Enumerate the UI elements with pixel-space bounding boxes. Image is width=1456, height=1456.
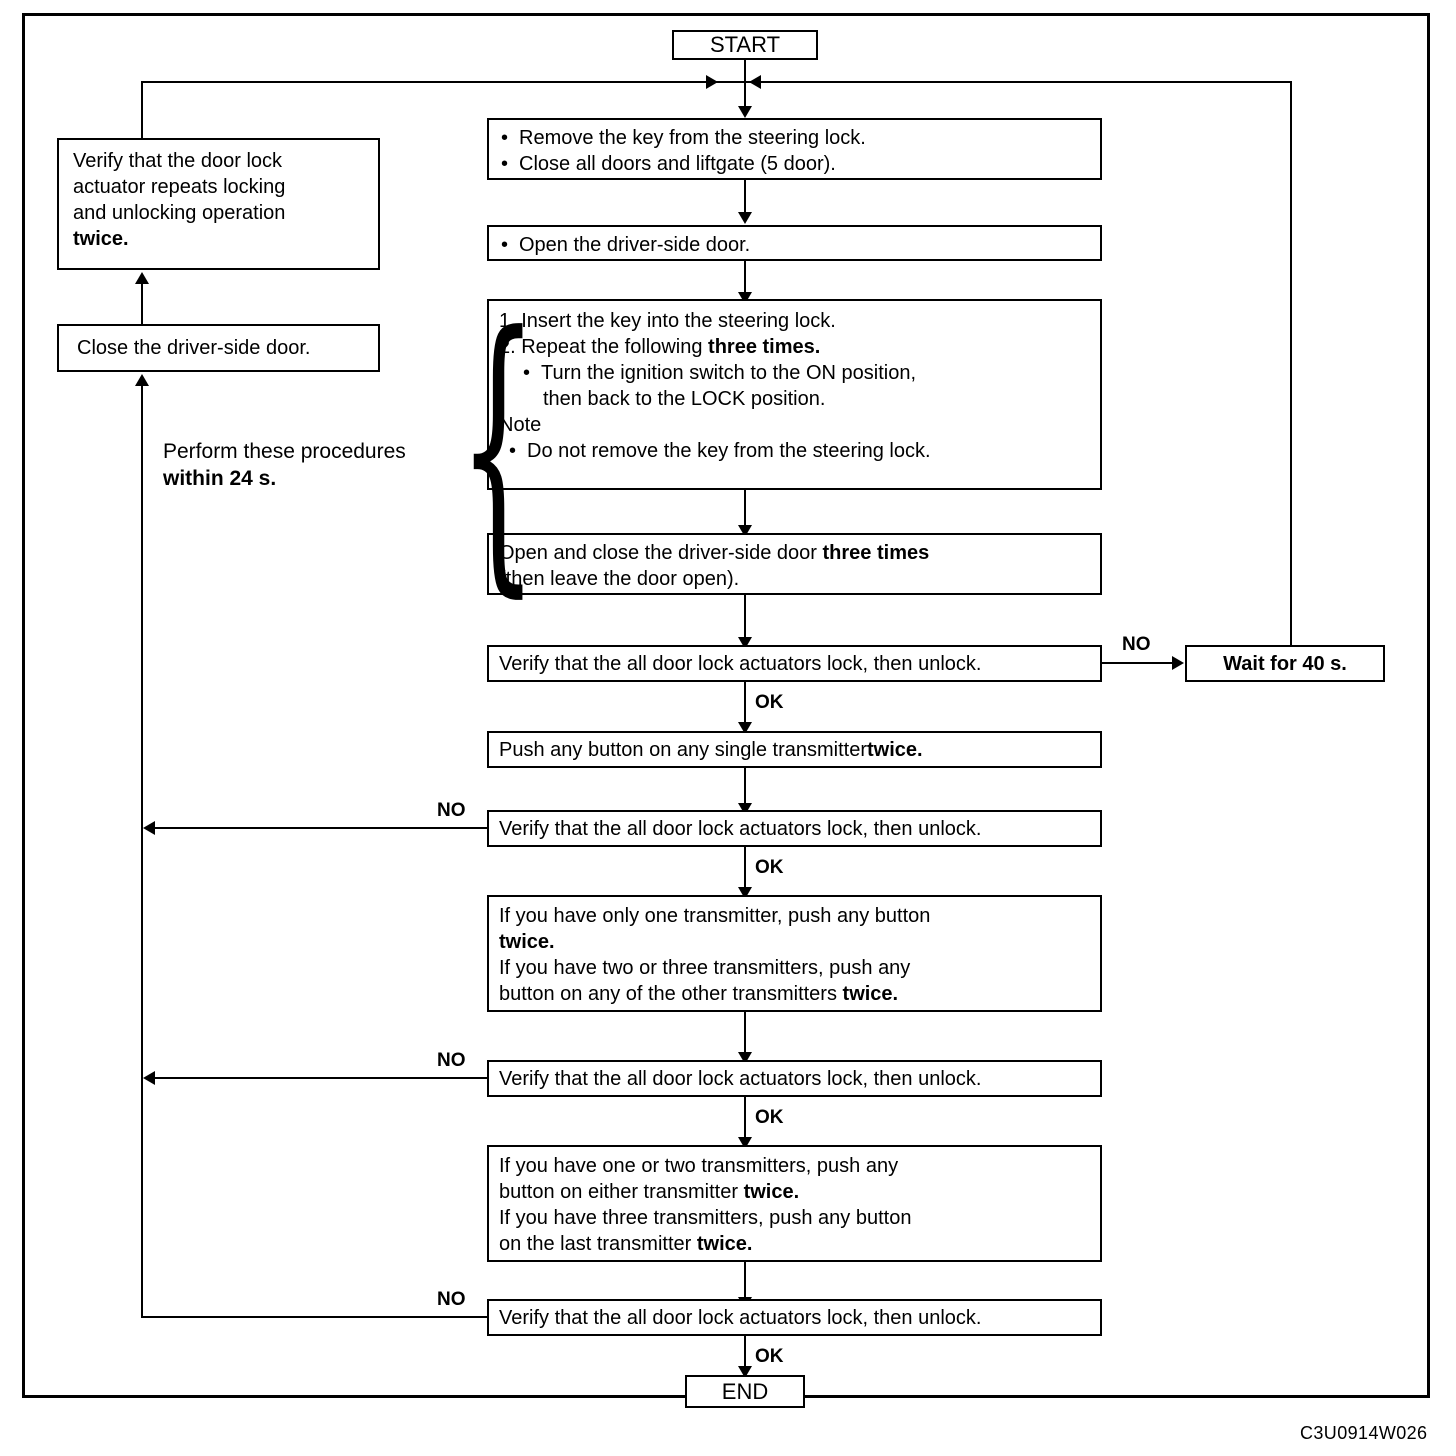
insert-key-bullet-a: Turn the ignition switch to the ON posit…: [521, 360, 1090, 386]
node-wait-40: Wait for 40 s.: [1185, 645, 1385, 682]
insert-key-step-2: 2. Repeat the following three times.: [499, 334, 1090, 360]
node-verify-3: Verify that the all door lock actuators …: [487, 1060, 1102, 1097]
open-close-line-1: Open and close the driver-side door thre…: [499, 540, 1090, 566]
grouping-brace: {: [458, 273, 539, 622]
line-verify1-no: [1102, 662, 1174, 664]
arrowhead-into-verify-repeat: [135, 272, 149, 284]
line-verify2-no: [155, 827, 487, 829]
node-end: END: [685, 1375, 805, 1408]
label-ok-1: OK: [755, 692, 784, 713]
verify-repeat-line-2: actuator repeats locking: [73, 176, 286, 198]
line-feedback-left-horizontal: [142, 81, 744, 83]
open-close-bold: three times: [822, 542, 930, 564]
arrowhead-into-wait-40: [1172, 656, 1184, 670]
insert-key-note-row: Do not remove the key from the steering …: [499, 438, 1090, 464]
line-transA-to-verify3: [744, 1012, 746, 1060]
drawing-reference-code: C3U0914W026: [1300, 1423, 1428, 1443]
transmitter-a-line-1: If you have only one transmitter, push a…: [499, 905, 931, 927]
line-feedback-right-vertical: [1290, 81, 1292, 645]
node-open-close-door: Open and close the driver-side door thre…: [487, 533, 1102, 595]
line-verify3-ok: [744, 1097, 746, 1145]
transmitter-b-l2-bold: twice.: [743, 1181, 800, 1203]
transmitter-a-line-4: button on any of the other transmitters …: [499, 981, 1090, 1007]
line-verify2-ok: [744, 847, 746, 895]
line-verify4-no: [142, 1316, 487, 1318]
perform-bold-text: within 24 s.: [163, 467, 277, 490]
transmitter-b-l2-pre: button on either transmitter: [499, 1181, 744, 1203]
label-ok-4: OK: [755, 1346, 784, 1367]
label-ok-3: OK: [755, 1107, 784, 1128]
line-push-to-verify2: [744, 768, 746, 810]
node-start: START: [672, 30, 818, 60]
line-insert-to-openclose: [744, 490, 746, 532]
line-feedback-right-horizontal: [744, 81, 1292, 83]
node-verify-1: Verify that the all door lock actuators …: [487, 645, 1102, 682]
annotation-perform-within: Perform these procedures within 24 s.: [163, 438, 463, 492]
verify-repeat-line-3: and unlocking operation: [73, 202, 286, 224]
line-start-down: [744, 60, 746, 112]
arrowhead-verify2-no: [143, 821, 155, 835]
remove-key-line-2: Close all doors and liftgate (5 door).: [499, 151, 1090, 177]
verify-repeat-line-1: Verify that the door lock: [73, 150, 283, 172]
insert-key-bullet-row: Turn the ignition switch to the ON posit…: [499, 360, 1090, 412]
label-ok-2: OK: [755, 857, 784, 878]
node-push-single: Push any button on any single transmitte…: [487, 731, 1102, 768]
node-remove-key: Remove the key from the steering lock. C…: [487, 118, 1102, 180]
line-verify4-ok: [744, 1336, 746, 1374]
insert-key-note-head: Note: [499, 414, 542, 436]
push-single-pre: Push any button on any single transmitte…: [499, 738, 867, 761]
open-close-pre: Open and close the driver-side door: [499, 542, 823, 564]
transmitter-a-line-3: If you have two or three transmitters, p…: [499, 957, 911, 979]
transmitter-a-line-2: twice.: [499, 931, 555, 953]
label-no-1: NO: [1122, 634, 1151, 655]
label-no-2: NO: [437, 800, 466, 821]
label-no-4: NO: [437, 1289, 466, 1310]
transmitter-b-line-4: on the last transmitter twice.: [499, 1231, 1090, 1257]
label-no-3: NO: [437, 1050, 466, 1071]
arrowhead-into-open-door: [738, 212, 752, 224]
line-transB-to-verify4: [744, 1262, 746, 1304]
transmitter-b-l4-pre: on the last transmitter: [499, 1233, 697, 1255]
insert-key-step-1: 1. Insert the key into the steering lock…: [499, 310, 836, 332]
line-verify1-ok: [744, 682, 746, 730]
arrowhead-into-remove-key: [738, 106, 752, 118]
line-close-to-verify-repeat: [141, 282, 143, 324]
node-open-door: Open the driver-side door.: [487, 225, 1102, 261]
arrowhead-feedback-left-in: [706, 75, 718, 89]
transmitter-b-line-1: If you have one or two transmitters, pus…: [499, 1155, 899, 1177]
open-close-line-2: (then leave the door open).: [499, 568, 740, 590]
remove-key-line-1: Remove the key from the steering lock.: [499, 125, 1090, 151]
insert-key-note-bullet: Do not remove the key from the steering …: [507, 438, 1090, 464]
line-remove-to-open: [744, 180, 746, 218]
transmitter-a-l4-pre: button on any of the other transmitters: [499, 983, 843, 1005]
insert-key-step-2-bold: three times.: [708, 336, 821, 358]
line-open-to-insert: [744, 261, 746, 299]
push-single-bold: twice.: [867, 738, 923, 761]
insert-key-step-2-text: 2. Repeat the following: [499, 336, 709, 358]
verify-repeat-line-4: twice.: [73, 228, 129, 250]
transmitter-a-l4-bold: twice.: [842, 983, 899, 1005]
arrowhead-verify3-no: [143, 1071, 155, 1085]
node-verify-2: Verify that the all door lock actuators …: [487, 810, 1102, 847]
perform-pre-text: Perform these procedures: [163, 440, 406, 463]
node-transmitter-a: If you have only one transmitter, push a…: [487, 895, 1102, 1012]
line-left-return-riser: [141, 382, 143, 1318]
open-door-line-1: Open the driver-side door.: [499, 232, 1090, 258]
transmitter-b-l4-bold: twice.: [696, 1233, 753, 1255]
line-feedback-left-vertical: [141, 81, 143, 138]
node-verify-repeat: Verify that the door lock actuator repea…: [57, 138, 380, 270]
arrowhead-feedback-right-in: [749, 75, 761, 89]
node-close-door: Close the driver-side door.: [57, 324, 380, 372]
transmitter-b-line-2: button on either transmitter twice.: [499, 1179, 1090, 1205]
line-verify3-no: [155, 1077, 487, 1079]
node-insert-key: 1. Insert the key into the steering lock…: [487, 299, 1102, 490]
node-verify-4: Verify that the all door lock actuators …: [487, 1299, 1102, 1336]
insert-key-bullet-a2: then back to the LOCK position.: [543, 388, 826, 410]
node-transmitter-b: If you have one or two transmitters, pus…: [487, 1145, 1102, 1262]
line-openclose-to-verify1: [744, 595, 746, 645]
arrowhead-into-close-door: [135, 374, 149, 386]
transmitter-b-line-3: If you have three transmitters, push any…: [499, 1207, 912, 1229]
